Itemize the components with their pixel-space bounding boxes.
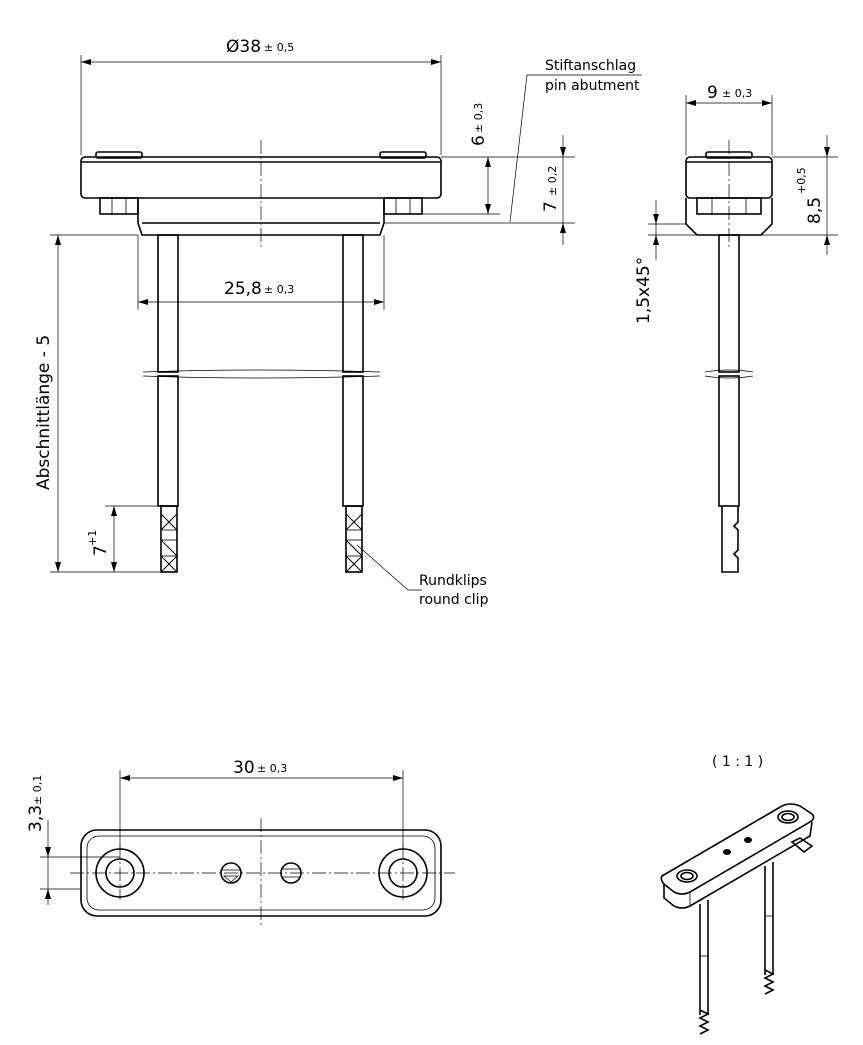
dim-height-85-value: 8,5 xyxy=(805,197,825,224)
scale-label: ( 1 : 1 ) xyxy=(712,754,763,770)
dim-chamfer: 1,5x45° xyxy=(634,257,654,324)
dim-height-85-tol: +0,5 xyxy=(795,167,808,194)
dim-height-6-tol: ± 0,3 xyxy=(472,103,485,133)
dim-diameter-tol: ± 0,5 xyxy=(264,41,294,54)
dim-width-9-tol: ± 0,3 xyxy=(722,87,752,100)
isometric-view: ( 1 : 1 ) xyxy=(660,754,815,1035)
label-round-clip-en: round clip xyxy=(419,592,489,608)
dim-hole-spacing-value: 30 xyxy=(233,758,255,778)
dim-pin-spacing-value: 25,8 xyxy=(224,279,262,299)
side-view: 9 ± 0,3 8,5 +0,5 1,5x45° xyxy=(634,83,838,573)
front-view: Ø38 ± 0,5 25,8 ± 0,3 6 ± 0,3 7 ± 0,2 Sti… xyxy=(34,37,642,608)
dim-offset-33-tol: ± 0,1 xyxy=(31,775,44,805)
dim-offset-33-value: 3,3 xyxy=(26,805,46,832)
dim-width-9-value: 9 xyxy=(707,83,718,103)
dim-hole-spacing-tol: ± 0,3 xyxy=(257,762,287,775)
dim-pin-spacing-tol: ± 0,3 xyxy=(264,283,294,296)
dim-height-6-value: 6 xyxy=(469,135,489,146)
label-pin-abutment-en: pin abutment xyxy=(545,78,640,94)
dim-clip-length-value: 7 xyxy=(91,545,111,556)
label-round-clip-de: Rundklips xyxy=(419,573,487,589)
dim-clip-length-tol: +1 xyxy=(86,530,99,546)
dim-height-7-tol: ± 0,2 xyxy=(546,166,559,196)
round-clip-left xyxy=(160,505,178,573)
dim-cut-length: Abschnittlänge - 5 xyxy=(34,335,54,490)
top-view: 30 ± 0,3 3,3 ± 0,1 xyxy=(26,758,455,928)
round-clip-right xyxy=(345,505,363,573)
dim-diameter-value: Ø38 xyxy=(226,37,261,57)
label-pin-abutment-de: Stiftanschlag xyxy=(545,58,636,74)
dim-height-7-value: 7 xyxy=(541,201,561,212)
